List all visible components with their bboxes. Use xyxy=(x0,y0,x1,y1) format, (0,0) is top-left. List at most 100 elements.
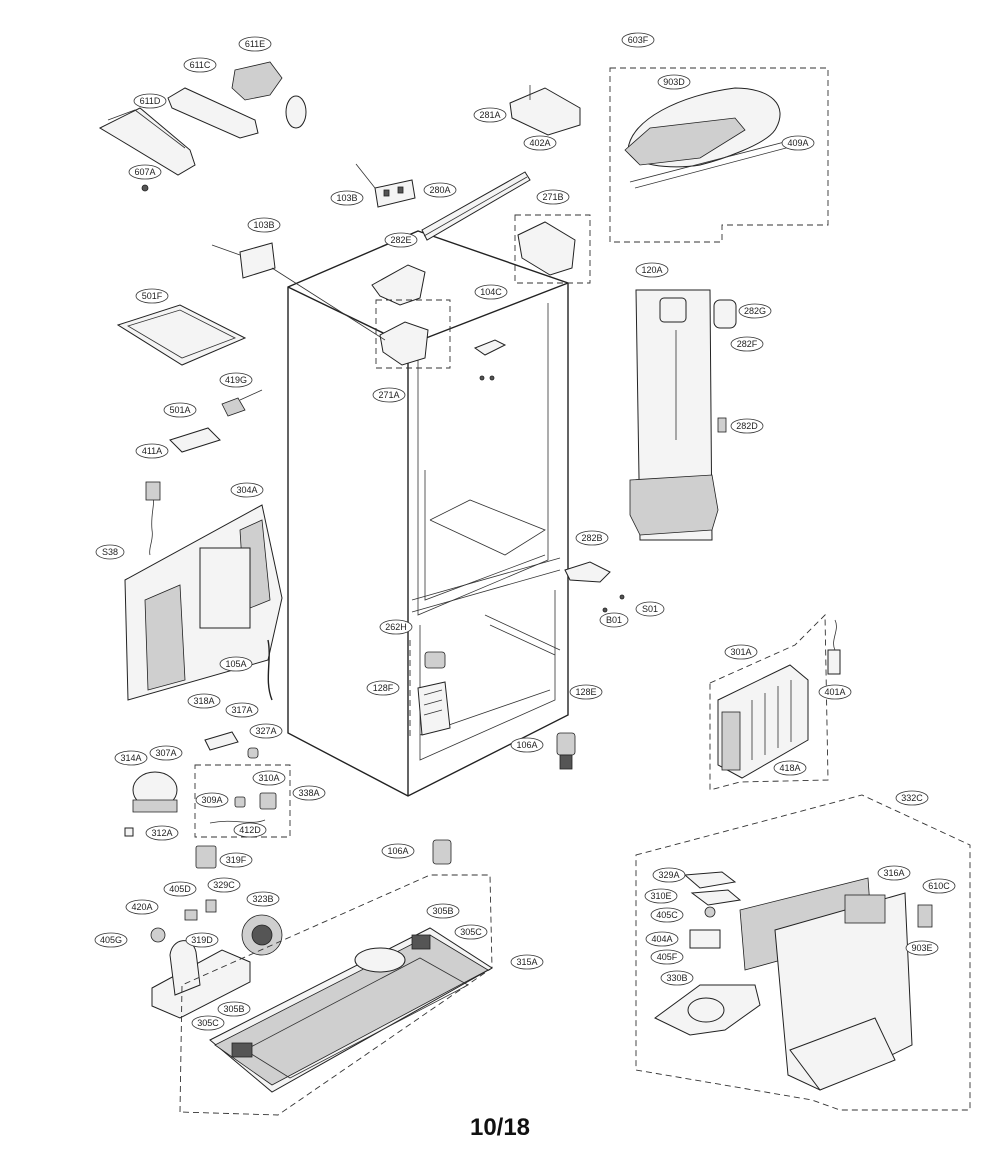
label-105A: 105A xyxy=(219,656,253,672)
label-501A: 501A xyxy=(163,402,197,418)
label-262H: 262H xyxy=(379,619,413,635)
evaporator-cover-120A xyxy=(629,289,737,541)
label-103B-top: 103B xyxy=(330,190,364,206)
svg-text:105A: 105A xyxy=(225,659,246,669)
svg-text:271B: 271B xyxy=(542,192,563,202)
label-401A: 401A xyxy=(818,684,852,700)
pcb-box-301A xyxy=(709,613,841,791)
label-317A: 317A xyxy=(225,702,259,718)
condenser-323B xyxy=(241,914,283,956)
svg-text:418A: 418A xyxy=(779,763,800,773)
svg-text:402A: 402A xyxy=(529,138,550,148)
svg-text:310A: 310A xyxy=(258,773,279,783)
svg-text:611E: 611E xyxy=(245,39,265,49)
svg-text:120A: 120A xyxy=(641,265,662,275)
label-S38: S38 xyxy=(95,544,125,560)
svg-text:420A: 420A xyxy=(131,902,152,912)
cabinet-body xyxy=(287,230,569,797)
label-319F: 319F xyxy=(219,852,253,868)
svg-text:501F: 501F xyxy=(142,291,163,301)
svg-text:412D: 412D xyxy=(239,825,261,835)
hinge-282B xyxy=(564,561,625,613)
label-319D: 319D xyxy=(185,932,219,948)
label-610C: 610C xyxy=(922,878,956,894)
label-282D: 282D xyxy=(730,418,764,434)
label-282G: 282G xyxy=(738,303,772,319)
svg-text:305B: 305B xyxy=(432,906,453,916)
label-327A: 327A xyxy=(249,723,283,739)
label-607A: 607A xyxy=(128,164,162,180)
svg-text:318A: 318A xyxy=(193,696,214,706)
svg-text:501A: 501A xyxy=(169,405,190,415)
label-106A: 106A xyxy=(510,737,544,753)
svg-text:262H: 262H xyxy=(385,622,407,632)
svg-text:319D: 319D xyxy=(191,935,213,945)
svg-text:312A: 312A xyxy=(151,828,172,838)
svg-text:329C: 329C xyxy=(213,880,235,890)
svg-text:610C: 610C xyxy=(928,881,950,891)
leveling-foot-106A xyxy=(556,732,576,770)
svg-text:282G: 282G xyxy=(744,306,766,316)
label-305B-lower: 305B xyxy=(217,1001,251,1017)
label-314A: 314A xyxy=(114,750,148,766)
small-parts-419G-501A-411A xyxy=(169,389,263,453)
label-611E: 611E xyxy=(238,36,272,52)
label-323B: 323B xyxy=(246,891,280,907)
label-405C: 405C xyxy=(650,907,684,923)
foot-106A-lower xyxy=(432,839,452,865)
svg-text:329A: 329A xyxy=(658,870,679,880)
svg-text:304A: 304A xyxy=(236,485,257,495)
svg-text:314A: 314A xyxy=(120,753,141,763)
svg-text:405D: 405D xyxy=(169,884,191,894)
panel-501F xyxy=(116,304,247,366)
label-611D: 611D xyxy=(133,93,167,109)
svg-text:330B: 330B xyxy=(666,973,687,983)
label-318A: 318A xyxy=(187,693,221,709)
svg-text:305B: 305B xyxy=(223,1004,244,1014)
label-271B: 271B xyxy=(536,189,570,205)
svg-text:405F: 405F xyxy=(657,952,678,962)
label-305B: 305B xyxy=(426,903,460,919)
starter-box-338A xyxy=(194,764,291,838)
label-411A: 411A xyxy=(135,443,169,459)
label-282F: 282F xyxy=(730,336,764,352)
svg-text:419G: 419G xyxy=(225,375,247,385)
label-103B: 103B xyxy=(247,217,281,233)
label-402A: 402A xyxy=(523,135,557,151)
label-329A: 329A xyxy=(652,867,686,883)
label-405G: 405G xyxy=(94,932,128,948)
control-128F xyxy=(417,681,451,736)
label-280A: 280A xyxy=(423,182,457,198)
bracket-104C xyxy=(473,339,507,381)
label-305C: 305C xyxy=(454,924,488,940)
svg-text:401A: 401A xyxy=(824,687,845,697)
label-405D: 405D xyxy=(163,881,197,897)
svg-text:405G: 405G xyxy=(100,935,122,945)
svg-text:281A: 281A xyxy=(479,110,500,120)
label-409A: 409A xyxy=(781,135,815,151)
svg-text:S38: S38 xyxy=(102,547,118,557)
svg-text:607A: 607A xyxy=(134,167,155,177)
svg-text:404A: 404A xyxy=(651,934,672,944)
svg-text:301A: 301A xyxy=(730,647,751,657)
page-number: 10/18 xyxy=(469,1114,531,1141)
label-106A-lower: 106A xyxy=(381,843,415,859)
svg-text:103B: 103B xyxy=(336,193,357,203)
top-rail-280A xyxy=(421,171,531,241)
bracket-103B-top xyxy=(355,163,416,208)
label-301A: 301A xyxy=(724,644,758,660)
hose-105A xyxy=(267,639,273,701)
label-B01: B01 xyxy=(599,612,629,628)
svg-text:323B: 323B xyxy=(252,894,273,904)
machine-cover-304A xyxy=(124,481,283,701)
svg-text:128F: 128F xyxy=(373,683,394,693)
label-420A: 420A xyxy=(125,899,159,915)
label-281A: 281A xyxy=(473,107,507,123)
svg-text:903E: 903E xyxy=(911,943,932,953)
label-128F: 128F xyxy=(366,680,400,696)
svg-text:611D: 611D xyxy=(140,96,161,106)
label-603F: 603F xyxy=(621,32,655,48)
svg-text:310E: 310E xyxy=(650,891,671,901)
label-404A: 404A xyxy=(645,931,679,947)
fan-assembly-420A xyxy=(150,899,251,1019)
